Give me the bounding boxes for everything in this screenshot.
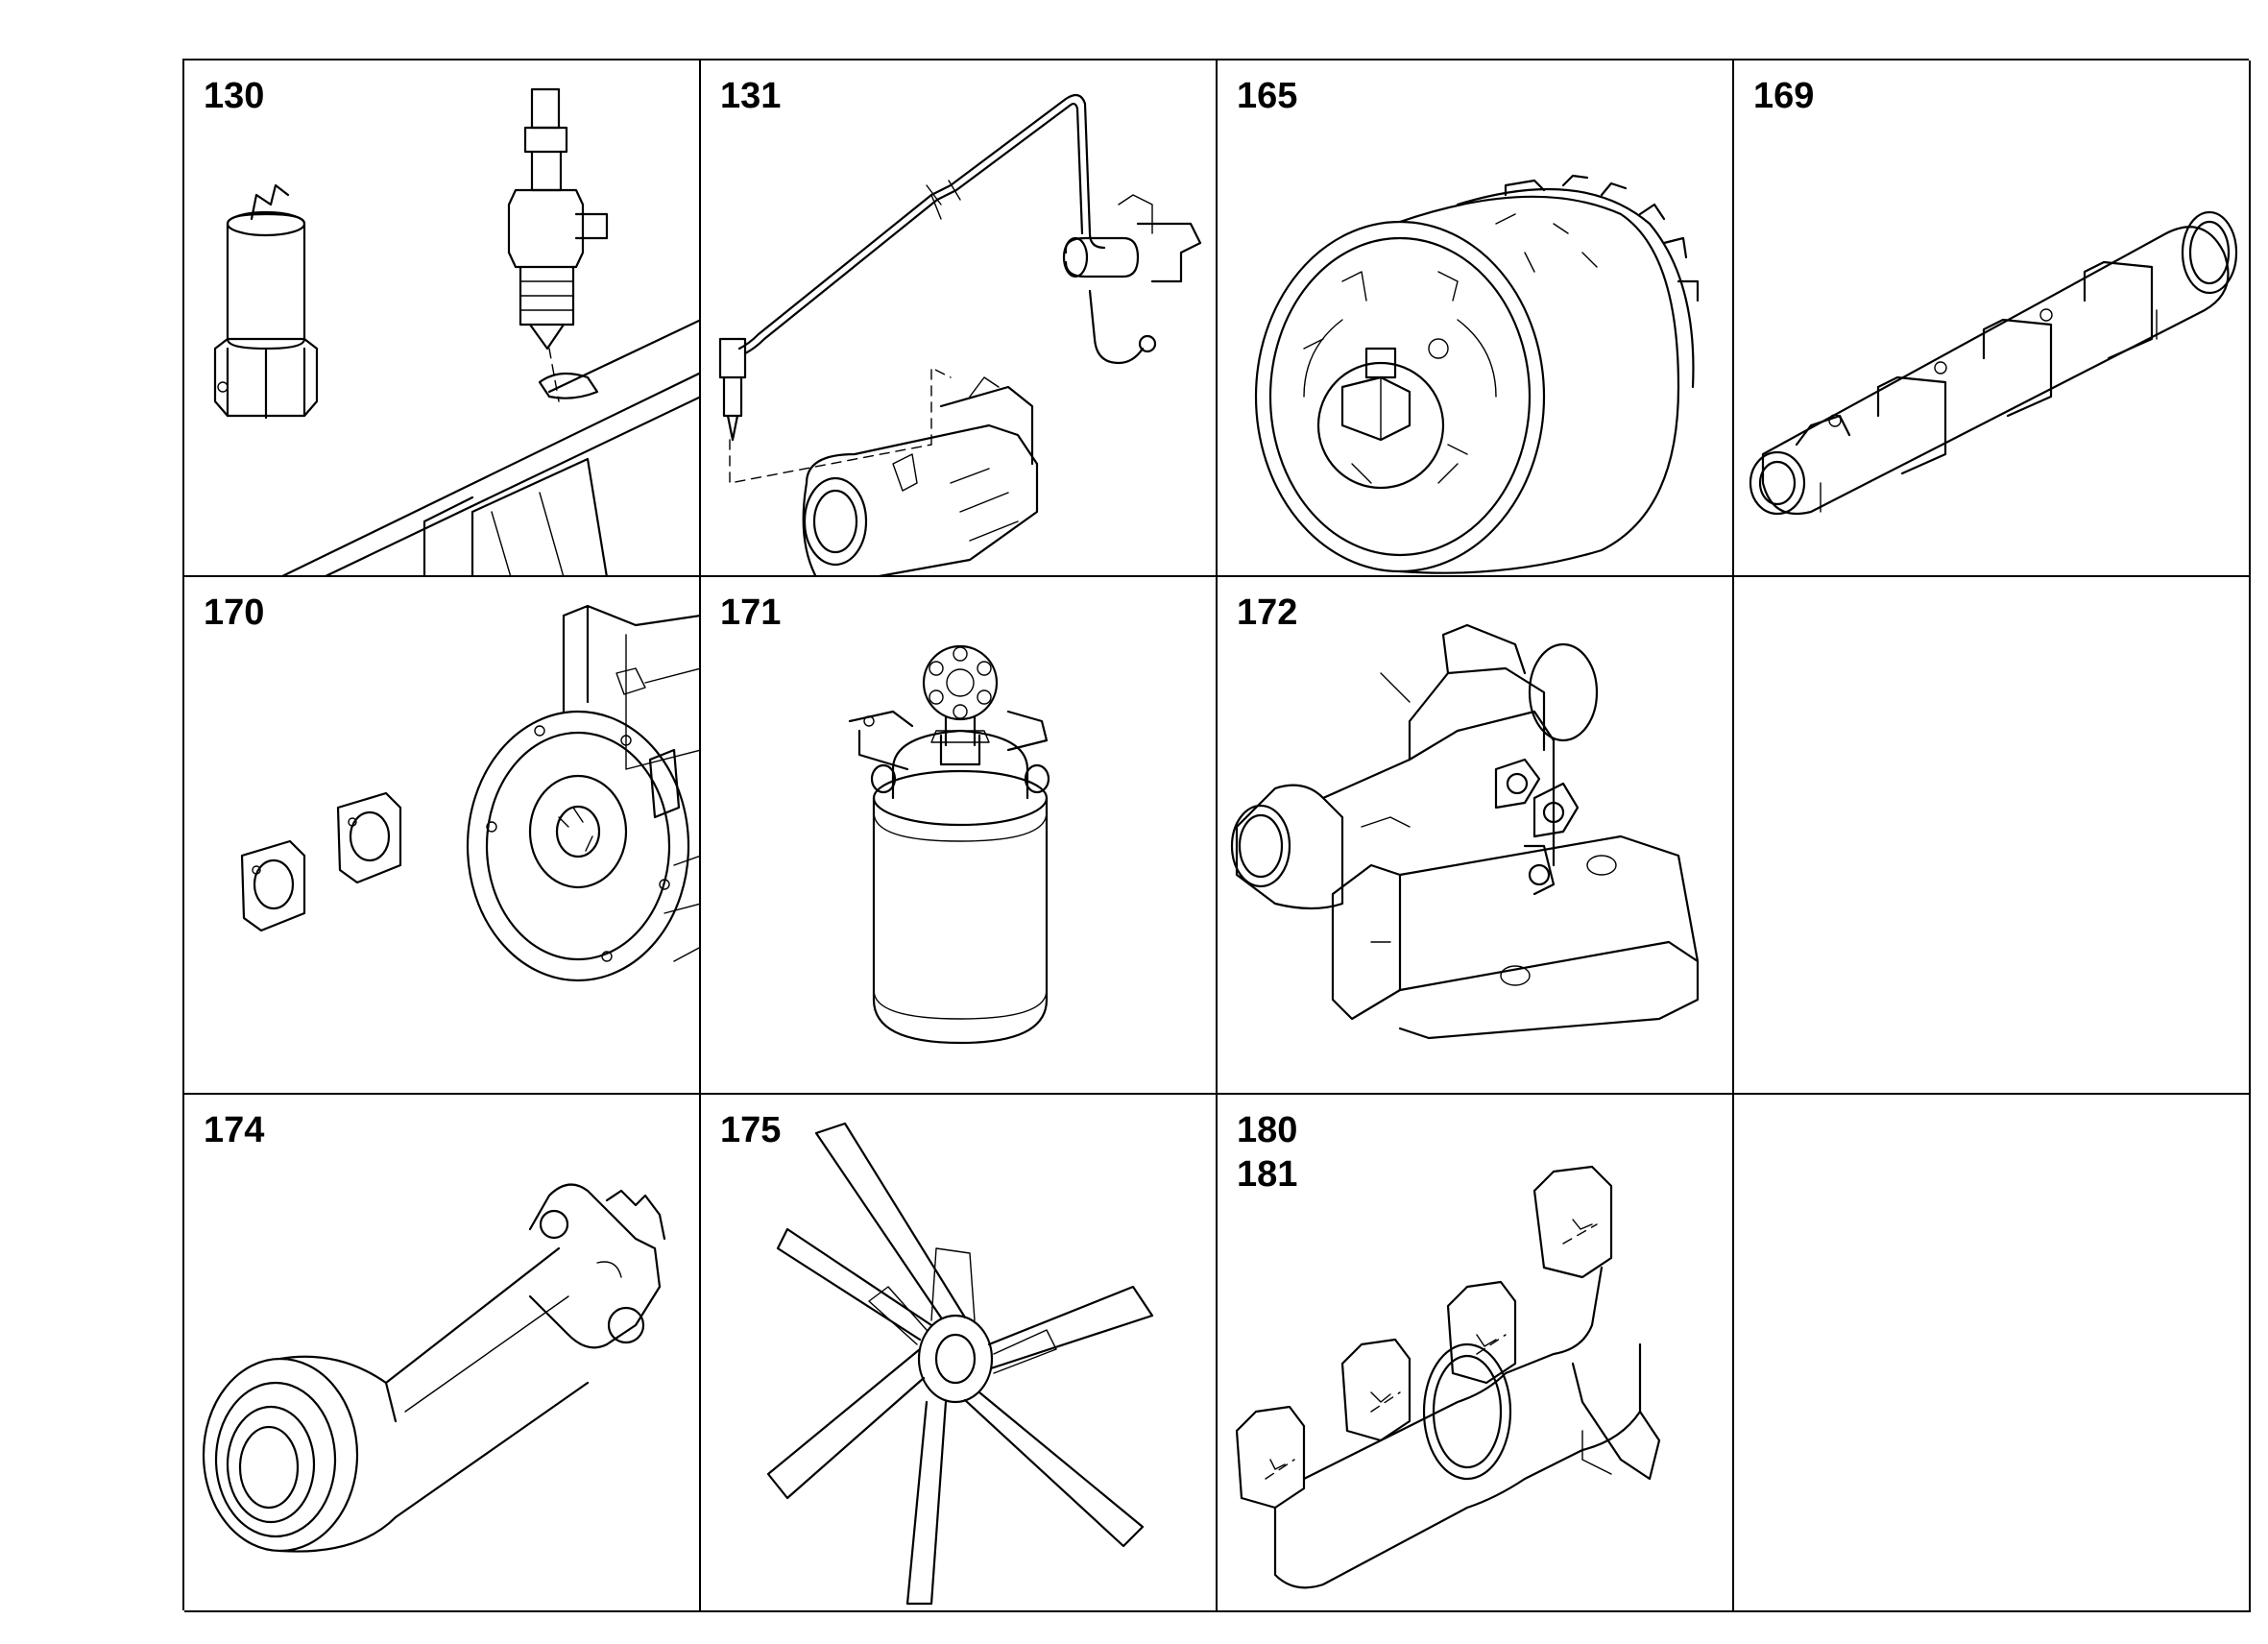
part-number: 170 — [204, 592, 265, 633]
part-number: 180 181 — [1237, 1110, 1298, 1195]
parts-catalog-grid: 130 — [182, 59, 2251, 1612]
part-cell-175[interactable]: 175 — [701, 1095, 1218, 1612]
part-cell-165[interactable]: 165 — [1218, 60, 1734, 577]
empty-cell — [1734, 577, 2251, 1095]
fuel-filter-drawing — [848, 644, 1050, 1045]
part-cell-171[interactable]: 171 — [701, 577, 1218, 1095]
part-cell-130[interactable]: 130 — [184, 60, 701, 577]
vibration-damper-drawing — [1254, 174, 1700, 574]
part-cell-131[interactable]: 131 — [701, 60, 1218, 577]
part-number: 174 — [204, 1110, 265, 1150]
part-number: 169 — [1753, 76, 1815, 116]
part-number: 172 — [1237, 592, 1298, 633]
part-cell-169[interactable]: 169 — [1734, 60, 2251, 577]
part-number: 130 — [204, 76, 265, 116]
injection-line-drawing — [718, 93, 1202, 575]
thermostat-housing-drawing — [1230, 623, 1700, 1040]
empty-cell — [1734, 1095, 2251, 1612]
part-cell-170[interactable]: 170 — [184, 577, 701, 1095]
part-number: 175 — [720, 1110, 782, 1150]
fan-drawing — [766, 1122, 1154, 1606]
part-cell-180-181[interactable]: 180 181 — [1218, 1095, 1734, 1612]
part-cell-174[interactable]: 174 — [184, 1095, 701, 1612]
intake-manifold-drawing — [1749, 210, 2238, 516]
part-number: 131 — [720, 76, 782, 116]
part-number: 165 — [1237, 76, 1298, 116]
glow-plug-and-sender-drawing — [213, 87, 699, 575]
part-cell-172[interactable]: 172 — [1218, 577, 1734, 1095]
drive-shaft-housing-drawing — [202, 1183, 666, 1553]
exhaust-manifold-drawing — [1235, 1165, 1661, 1589]
flywheel-housing-drawing — [240, 604, 699, 982]
part-number: 171 — [720, 592, 782, 633]
